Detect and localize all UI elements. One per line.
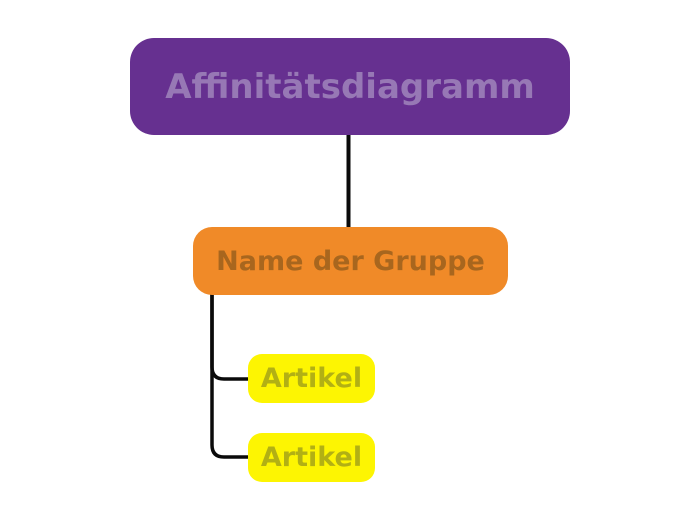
group-node-label: Name der Gruppe [216,245,485,277]
item-node-label: Artikel [260,442,363,473]
root-node[interactable]: Affinitätsdiagramm [130,38,570,135]
item-node-2[interactable]: Artikel [248,433,375,482]
group-node[interactable]: Name der Gruppe [193,227,508,295]
item-node-1[interactable]: Artikel [248,354,375,403]
connector-group-to-item-2 [210,294,249,459]
root-node-label: Affinitätsdiagramm [165,66,535,107]
item-node-label: Artikel [260,363,363,394]
connector-group-to-item-1 [210,294,249,381]
